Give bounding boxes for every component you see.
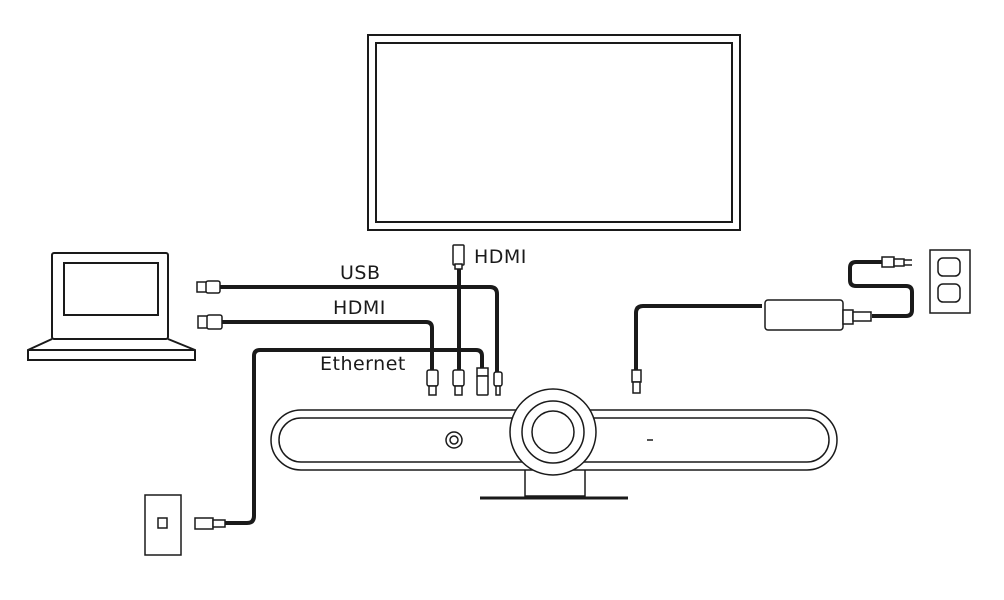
ethernet-cable: [225, 348, 484, 525]
usb-cable: [220, 285, 499, 372]
usb-label: USB: [340, 262, 381, 284]
power-cable: [634, 304, 762, 370]
power-connector: [631, 369, 642, 394]
laptop: [27, 252, 196, 361]
hdmi-laptop-label: HDMI: [333, 297, 386, 319]
hdmi-laptop-cable: [222, 320, 434, 370]
hdmi-plug-laptop: [197, 314, 223, 330]
ethernet-wall-jack: [144, 494, 182, 556]
ac-plug: [881, 256, 912, 268]
usb-plug-laptop: [196, 280, 221, 294]
power-adapter: [764, 299, 844, 331]
usb-connector: [493, 371, 503, 396]
ac-cord: [848, 260, 914, 318]
power-outlet: [929, 249, 971, 314]
hdmi-connector-laptop: [426, 369, 439, 396]
ethernet-label: Ethernet: [320, 353, 406, 375]
hdmi-plug-display: [452, 244, 465, 270]
video-bar: [270, 388, 838, 500]
ethernet-plug-wall: [194, 517, 226, 530]
display-monitor: [367, 34, 741, 231]
ethernet-connector: [476, 367, 489, 396]
hdmi-display-label: HDMI: [474, 246, 527, 268]
hdmi-connector-display: [452, 369, 465, 396]
